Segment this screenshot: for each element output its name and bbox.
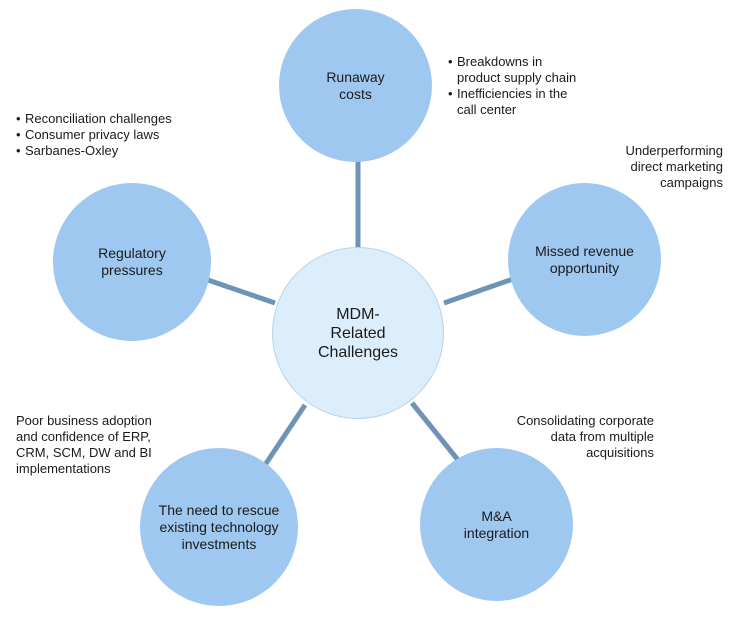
node-rescue-investments-label: The need to rescue existing technology i… — [158, 501, 280, 552]
rescue-investments-note: Poor business adoption and confidence of… — [16, 413, 152, 476]
regulatory-pressures-note-1: Reconciliation challenges — [16, 111, 172, 127]
connector-regulatory-pressures — [204, 276, 276, 306]
node-missed-revenue: Missed revenue opportunity — [508, 183, 661, 336]
ma-integration-note: Consolidating corporate data from multip… — [516, 413, 654, 460]
connector-ma-integration — [410, 401, 460, 462]
node-runaway-costs-label: Runaway costs — [326, 68, 385, 102]
runaway-costs-note-2: Inefficiencies in the call center — [448, 86, 576, 118]
node-regulatory-pressures: Regulatory pressures — [53, 183, 211, 341]
connector-rescue-investments — [262, 403, 308, 467]
node-regulatory-pressures-label: Regulatory pressures — [98, 245, 166, 278]
node-missed-revenue-label: Missed revenue opportunity — [535, 242, 634, 276]
node-runaway-costs: Runaway costs — [279, 9, 432, 162]
node-rescue-investments: The need to rescue existing technology i… — [140, 448, 298, 606]
runaway-costs-notes: Breakdowns in product supply chain Ineff… — [448, 54, 576, 118]
node-ma-integration-label: M&A integration — [463, 507, 530, 541]
missed-revenue-note: Underperforming direct marketing campaig… — [625, 143, 723, 190]
regulatory-pressures-notes: Reconciliation challenges Consumer priva… — [16, 111, 172, 159]
runaway-costs-note-1: Breakdowns in product supply chain — [448, 54, 576, 86]
center-node-label: MDM- Related Challenges — [317, 305, 399, 361]
connector-missed-revenue — [443, 276, 514, 306]
node-ma-integration: M&A integration — [420, 448, 573, 601]
regulatory-pressures-note-3: Sarbanes-Oxley — [16, 143, 172, 159]
regulatory-pressures-note-2: Consumer privacy laws — [16, 127, 172, 143]
center-node: MDM- Related Challenges — [272, 247, 444, 419]
